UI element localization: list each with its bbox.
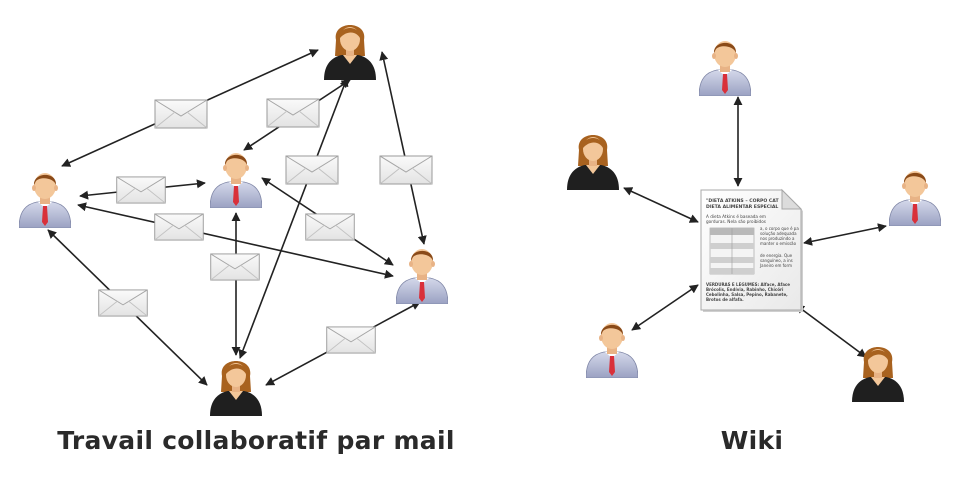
wiki-diagram-caption: Wiki <box>720 426 784 455</box>
envelope-icon <box>285 155 339 185</box>
svg-text:A dieta Atkins é baseada em: A dieta Atkins é baseada em gorduras. Ne… <box>706 214 767 224</box>
svg-text:de energia. Que sanguíne: de energia. Que sanguíneo, a ins Janeiro… <box>759 253 794 268</box>
svg-text:a, o corpo que é pa solu: a, o corpo que é pa solução adequada nos… <box>760 226 800 246</box>
man-avatar-icon <box>396 248 448 304</box>
man-avatar-icon <box>889 170 941 226</box>
envelope-icon <box>379 155 433 185</box>
mail-envelopes <box>98 98 433 354</box>
man-avatar-icon <box>210 152 262 208</box>
woman-avatar-icon <box>567 135 619 190</box>
woman-avatar-icon <box>324 25 376 80</box>
envelope-icon <box>116 176 166 204</box>
envelope-icon <box>326 326 376 354</box>
envelope-icon <box>154 99 208 129</box>
envelope-icon <box>266 98 320 128</box>
arrow-top-woman-to-right-man <box>379 51 427 245</box>
woman-avatar-icon <box>210 361 262 416</box>
wiki-document-icon: "DIETA ATKINS – CORPO CAT DIETA ALIMENTA… <box>700 188 803 312</box>
man-avatar-icon <box>699 40 751 96</box>
woman-avatar-icon <box>852 347 904 402</box>
man-avatar-icon <box>19 172 71 228</box>
arrow-bottom-right-woman-to-document <box>795 304 867 358</box>
envelope-icon <box>210 253 260 281</box>
envelope-icon <box>305 213 355 241</box>
man-avatar-icon <box>586 322 638 378</box>
svg-text:VERDURAS E LEGUMES: Alface, Af: VERDURAS E LEGUMES: Alface, Aface Brócol… <box>706 282 791 302</box>
mail-people <box>19 25 448 416</box>
arrow-right-man-to-document <box>803 223 887 246</box>
arrow-bottom-left-man-to-document <box>631 284 699 331</box>
mail-diagram-caption: Travail collaboratif par mail <box>57 426 455 455</box>
document-table <box>709 227 755 275</box>
envelope-icon <box>98 289 148 317</box>
envelope-icon <box>154 213 204 241</box>
wiki-arrows <box>623 96 887 358</box>
arrow-left-woman-to-document <box>623 187 699 223</box>
svg-text:"DIETA ATKINS – CORPO CAT: "DIETA ATKINS – CORPO CAT DIETA ALIMENTA… <box>706 198 780 210</box>
